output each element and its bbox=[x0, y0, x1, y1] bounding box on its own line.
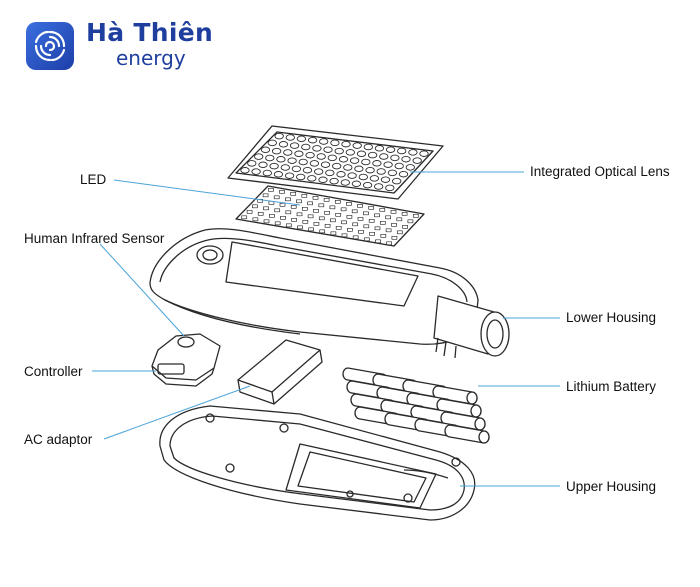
controller-part bbox=[151, 333, 221, 387]
brand-subtitle: energy bbox=[116, 46, 186, 70]
label-controller: Controller bbox=[24, 364, 83, 379]
label-led: LED bbox=[80, 172, 107, 187]
brand-logo bbox=[26, 22, 74, 70]
lithium-battery-part bbox=[342, 367, 490, 444]
label-lower-housing: Lower Housing bbox=[566, 310, 657, 325]
label-optical-lens: Integrated Optical Lens bbox=[530, 164, 670, 179]
label-infrared-sensor: Human Infrared Sensor bbox=[24, 231, 165, 246]
optical-lens-part bbox=[227, 125, 444, 200]
label-ac-adaptor: AC adaptor bbox=[24, 432, 93, 447]
brand-name: Hà Thiên bbox=[86, 18, 214, 47]
lower-housing-part bbox=[149, 228, 510, 359]
led-board-part bbox=[235, 185, 425, 247]
leader-line-infrared-sensor bbox=[99, 243, 185, 337]
label-upper-housing: Upper Housing bbox=[566, 479, 657, 494]
upper-housing-part bbox=[159, 405, 476, 521]
leader-line-ac-adaptor bbox=[103, 385, 251, 440]
label-lithium-battery: Lithium Battery bbox=[566, 379, 657, 394]
leader-line-led bbox=[113, 179, 301, 206]
ac-adaptor-part bbox=[237, 339, 323, 405]
